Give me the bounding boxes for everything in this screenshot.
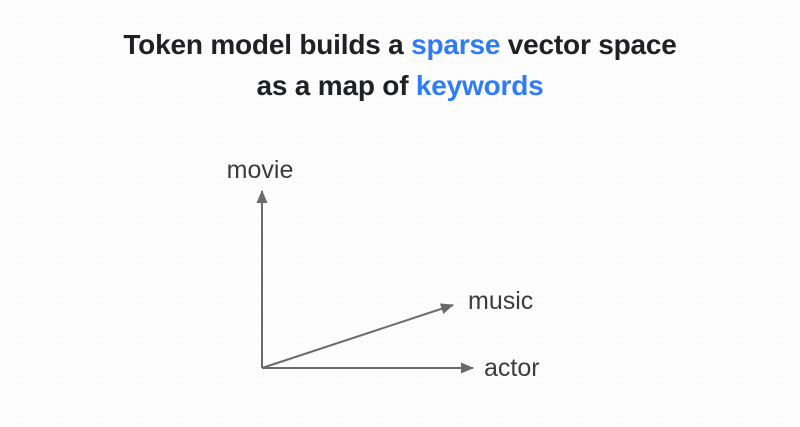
title-highlight-sparse: sparse	[411, 29, 501, 60]
title-text-segment: vector space	[500, 29, 677, 60]
title-text-segment: as a map of	[256, 70, 416, 101]
title-highlight-keywords: keywords	[415, 70, 544, 101]
slide-title: Token model builds a sparse vector space…	[0, 24, 800, 106]
music-vector-arrow	[261, 303, 454, 369]
movie-axis-label: movie	[226, 156, 294, 184]
title-line-1: Token model builds a sparse vector space	[0, 24, 800, 65]
title-text-segment: Token model builds a	[123, 29, 412, 60]
actor-axis-label: actor	[484, 354, 540, 382]
music-vector-label: music	[468, 287, 534, 315]
title-line-2: as a map of keywords	[0, 65, 800, 106]
